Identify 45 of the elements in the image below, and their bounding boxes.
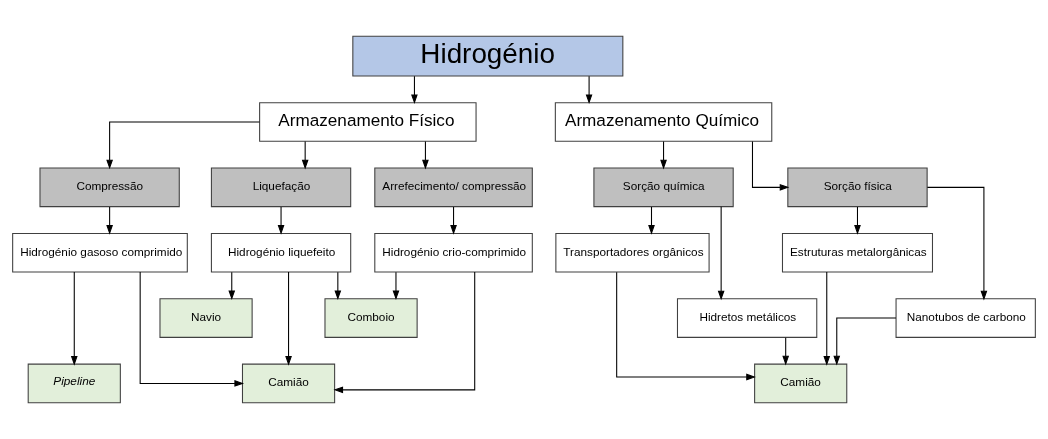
arrow [70,271,78,366]
arrow [139,271,245,387]
arrow [782,337,790,366]
node-box: Hidrogénio gasoso comprimido [12,232,188,273]
arrow [277,206,285,235]
arrow [285,271,292,366]
node-box: Armazenamento Químico [554,102,773,142]
node-box: Camião [241,363,336,404]
arrow [392,271,400,301]
node-box: Hidrogénio liquefeito [210,232,352,273]
node-box: Hidrogénio [352,35,624,77]
arrow [106,206,113,235]
arrow [926,186,988,301]
node-box: Estruturas metalorgânicas [781,232,933,273]
node-box: Hidretos metálicos [676,298,818,338]
arrow [648,206,655,235]
node-box: Compressão [39,167,180,208]
node-box: Arrefecimento/ compressão [374,167,533,208]
arrow [301,141,309,170]
node-box: Transportadores orgânicos [555,232,710,273]
arrow [422,141,429,170]
arrow [833,317,897,366]
arrow [450,206,457,235]
node-box: Sorção química [593,167,734,208]
node-box: Pipeline [27,363,121,404]
arrow [106,121,260,170]
arrow [334,271,342,301]
arrow [616,271,756,381]
arrow [823,271,831,366]
node-box: Comboio [324,298,418,338]
arrow [751,141,790,191]
node-box: Camião [754,363,848,404]
node-box: Armazenamento Físico [259,102,477,142]
node-box: Sorção física [787,167,928,208]
arrow [411,75,418,105]
arrow [333,271,476,394]
node-box: Nanotubos de carbono [895,298,1036,338]
arrow [854,206,861,235]
node-box: Liquefação [210,167,352,208]
arrow [585,75,593,105]
arrow [717,206,725,301]
node-box: Navio [159,298,253,338]
node-box: Hidrogénio crio-comprimido [374,232,533,273]
arrow [228,271,236,301]
arrow [660,141,667,170]
